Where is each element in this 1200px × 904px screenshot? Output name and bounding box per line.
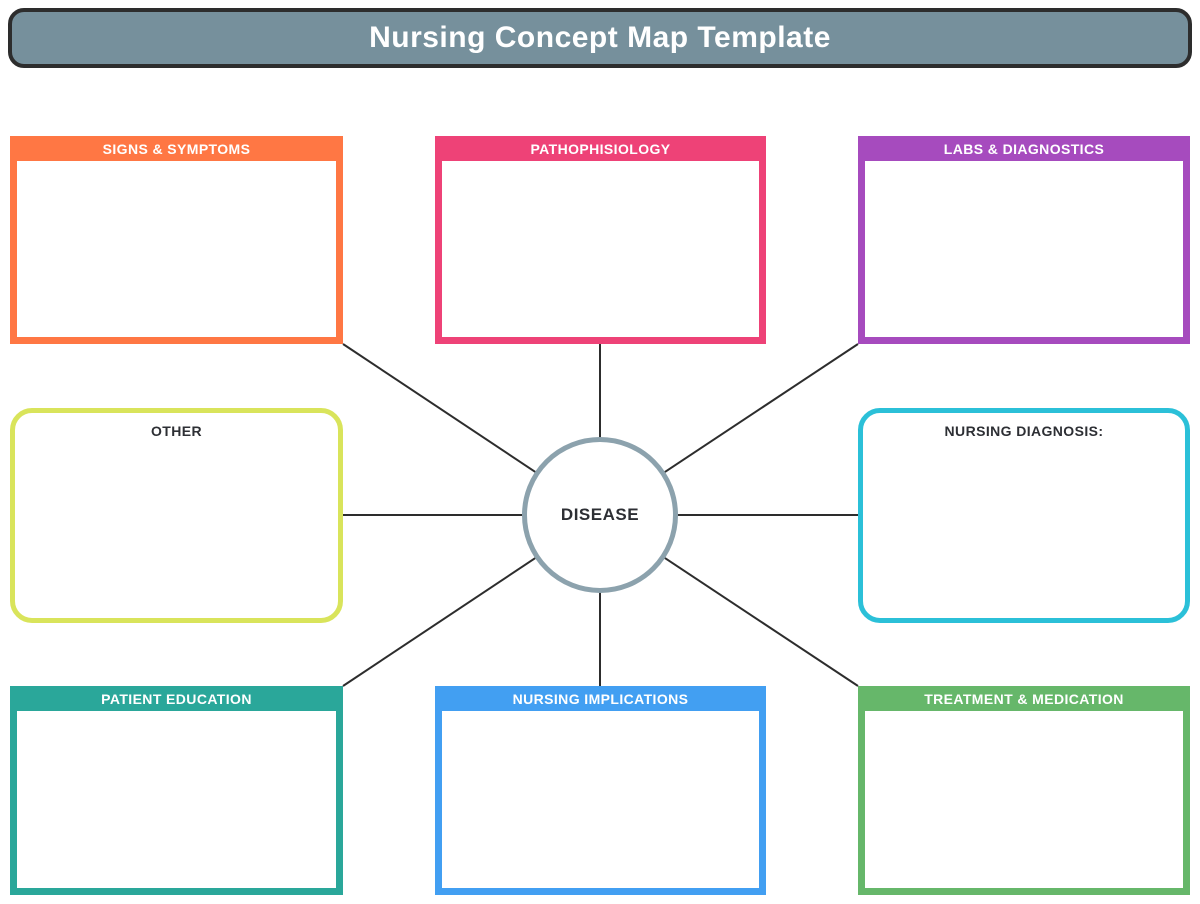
node-pathophisiology-content-area[interactable]	[442, 161, 759, 337]
node-nursing-diagnosis-title: NURSING DIAGNOSIS:	[944, 423, 1104, 439]
node-treatment-medication-title: TREATMENT & MEDICATION	[924, 690, 1124, 707]
page-title: Nursing Concept Map Template	[369, 21, 831, 54]
node-pathophisiology[interactable]: PATHOPHISIOLOGY	[435, 136, 766, 344]
node-other-title: OTHER	[151, 423, 202, 439]
node-nursing-implications-title: NURSING IMPLICATIONS	[512, 690, 689, 707]
node-signs-symptoms-title: SIGNS & SYMPTOMS	[102, 140, 251, 157]
node-patient-education[interactable]: PATIENT EDUCATION	[10, 686, 343, 895]
center-disease-label: DISEASE	[560, 505, 640, 524]
title-bar[interactable]: Nursing Concept Map Template	[8, 8, 1192, 68]
node-patient-education-title: PATIENT EDUCATION	[101, 690, 252, 707]
center-disease-node[interactable]: DISEASE	[522, 437, 678, 593]
node-labs-diagnostics-title: LABS & DIAGNOSTICS	[943, 140, 1105, 157]
node-treatment-medication-content-area[interactable]	[865, 711, 1183, 888]
node-pathophisiology-title: PATHOPHISIOLOGY	[530, 140, 671, 157]
node-nursing-diagnosis-content-area[interactable]	[863, 439, 1185, 618]
node-signs-symptoms[interactable]: SIGNS & SYMPTOMS	[10, 136, 343, 344]
node-signs-symptoms-content-area[interactable]	[17, 161, 336, 337]
node-nursing-implications[interactable]: NURSING IMPLICATIONS	[435, 686, 766, 895]
node-labs-diagnostics[interactable]: LABS & DIAGNOSTICS	[858, 136, 1190, 344]
node-treatment-medication[interactable]: TREATMENT & MEDICATION	[858, 686, 1190, 895]
node-patient-education-content-area[interactable]	[17, 711, 336, 888]
node-other[interactable]: OTHER	[10, 408, 343, 623]
node-nursing-implications-content-area[interactable]	[442, 711, 759, 888]
node-nursing-diagnosis[interactable]: NURSING DIAGNOSIS:	[858, 408, 1190, 623]
node-other-content-area[interactable]	[15, 439, 338, 618]
node-labs-diagnostics-content-area[interactable]	[865, 161, 1183, 337]
